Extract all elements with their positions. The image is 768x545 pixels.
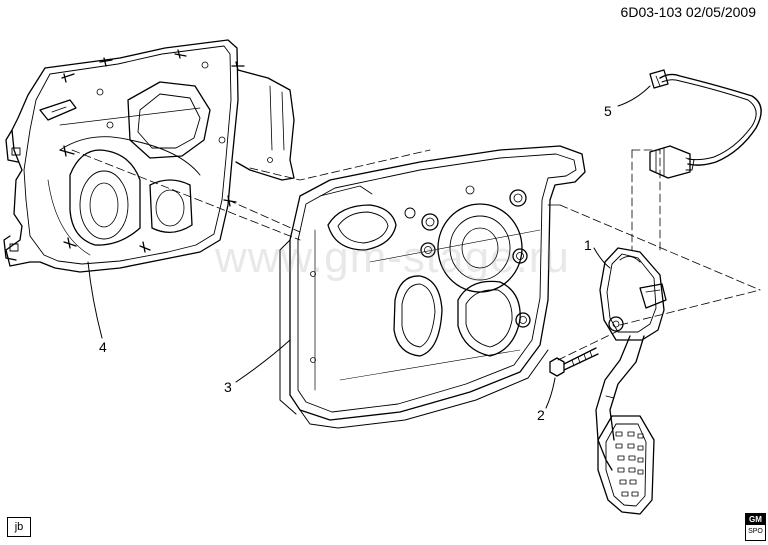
mounting-plate-icon <box>3 39 295 273</box>
gm-logo-top: GM <box>746 514 765 525</box>
callout-3: 3 <box>224 379 232 395</box>
callout-1: 1 <box>584 237 592 253</box>
accelerator-pedal-icon <box>595 247 667 515</box>
wiring-harness-icon <box>649 69 762 179</box>
callout-5: 5 <box>604 103 612 119</box>
callout-4: 4 <box>99 339 107 355</box>
leader-lines <box>87 85 651 409</box>
gm-logo-bottom: SPO <box>748 528 763 535</box>
gm-spo-logo: GM SPO <box>745 513 766 541</box>
callout-2: 2 <box>537 407 545 423</box>
document-reference: 6D03-103 02/05/2009 <box>620 4 756 20</box>
alignment-lines <box>71 149 761 361</box>
bolt-icon <box>549 347 599 377</box>
pedal-bracket-panel-icon <box>279 145 586 429</box>
watermark-text: www.gm-stage.ru <box>215 233 570 282</box>
jb-tag: jb <box>7 517 31 537</box>
